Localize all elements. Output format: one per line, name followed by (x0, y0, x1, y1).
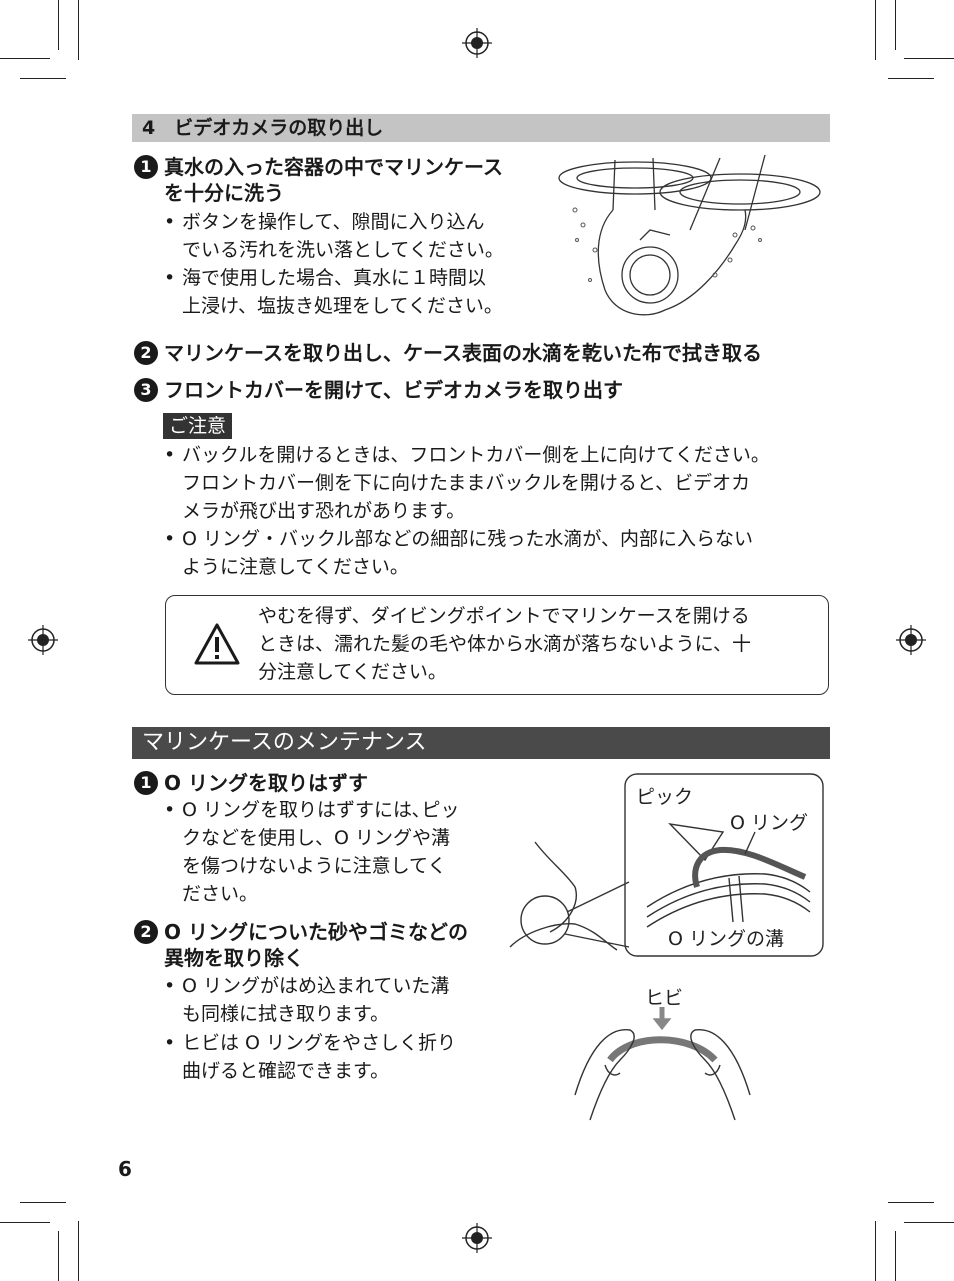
crop-mark (58, 0, 59, 50)
step-2-clean-oring: 2 O リングについた砂やゴミなどの 異物を取り除く (134, 919, 504, 971)
figure-label-crack: ヒビ (645, 987, 684, 1009)
crop-mark (20, 1202, 66, 1203)
bullet-text: ヒビは O リングをやさしく折り 曲げると確認できます。 (182, 1032, 457, 1082)
step-text: O リングについた砂やゴミなどの 異物を取り除く (164, 920, 468, 970)
bullet-text: 海で使用した場合、真水に１時間以 上浸け、塩抜き処理をしてください。 (182, 267, 503, 317)
registration-mark (28, 625, 58, 655)
warning-box (165, 595, 829, 695)
bullet-item: •O リング・バックル部などの細部に残った水滴が、内部に入らない ように注意して… (164, 525, 834, 581)
bullet-text: O リング・バックル部などの細部に残った水滴が、内部に入らない ように注意してく… (182, 528, 754, 578)
crop-mark (875, 1221, 876, 1281)
step-number: 1 (134, 771, 158, 795)
bullet-text: O リングを取りはずすには､ピッ クなどを使用し、O リングや溝 を傷つけないよ… (182, 799, 460, 905)
figure-label-pick: ピック (636, 786, 694, 808)
bullet-item: •O リングがはめ込まれていた溝 も同様に拭き取ります。 (164, 972, 504, 1028)
registration-mark (462, 1223, 492, 1253)
bullet-item: •ボタンを操作して、隙間に入り込ん でいる汚れを洗い落としてください。 (164, 208, 544, 264)
washing-case-illustration (558, 154, 821, 316)
bullet-text: O リングがはめ込まれていた溝 も同様に拭き取ります。 (182, 975, 450, 1025)
warning-triangle-icon (194, 623, 240, 665)
step-3-open: 3 フロントカバーを開けて、ビデオカメラを取り出す (134, 377, 834, 403)
crop-mark (0, 58, 50, 59)
crop-mark (20, 78, 66, 79)
bullet-text: ボタンを操作して、隙間に入り込ん でいる汚れを洗い落としてください。 (182, 211, 504, 261)
crop-mark (888, 78, 934, 79)
crop-mark (0, 1222, 50, 1223)
crop-mark (78, 1221, 79, 1281)
step-number: 2 (134, 920, 158, 944)
step-number: 1 (134, 155, 158, 179)
crop-mark (78, 0, 79, 60)
oring-crack-check-illustration (574, 1007, 751, 1121)
bullet-item: •海で使用した場合、真水に１時間以 上浸け、塩抜き処理をしてください。 (164, 264, 544, 320)
page-number: 6 (118, 1157, 132, 1181)
bullet-item: •バックルを開けるときは、フロントカバー側を上に向けてください。 フロントカバー… (164, 441, 834, 525)
crop-mark (875, 0, 876, 60)
figure-label-oring: O リング (730, 812, 808, 834)
crop-mark (895, 0, 896, 50)
figure-label-groove: O リングの溝 (668, 928, 784, 950)
step-text: O リングを取りはずす (164, 771, 368, 795)
step-1-wash: 1 真水の入った容器の中でマリンケース を十分に洗う (134, 154, 534, 206)
step-1-remove-oring: 1 O リングを取りはずす (134, 770, 504, 796)
section-title-maintenance: マリンケースのメンテナンス (132, 727, 830, 759)
registration-mark (462, 28, 492, 58)
step-text: 真水の入った容器の中でマリンケース を十分に洗う (164, 155, 503, 205)
step-number: 2 (134, 341, 158, 365)
oring-removal-illustration (509, 773, 824, 957)
crop-mark (888, 1202, 934, 1203)
crop-mark (904, 1222, 954, 1223)
crop-mark (904, 58, 954, 59)
step-2-wipe: 2 マリンケースを取り出し、ケース表面の水滴を乾いた布で拭き取る (134, 340, 834, 366)
caution-label: ご注意 (163, 413, 233, 439)
crop-mark (58, 1231, 59, 1281)
bullet-text: バックルを開けるときは、フロントカバー側を上に向けてください。 フロントカバー側… (182, 444, 770, 522)
step-text: フロントカバーを開けて、ビデオカメラを取り出す (164, 378, 623, 402)
registration-mark (896, 625, 926, 655)
section-title-camera-removal: 4 ビデオカメラの取り出し (132, 114, 830, 142)
crop-mark (895, 1231, 896, 1281)
step-text: マリンケースを取り出し、ケース表面の水滴を乾いた布で拭き取る (164, 341, 762, 365)
warning-text: やむを得ず、ダイビングポイントでマリンケースを開ける ときは、濡れた髪の毛や体か… (258, 605, 752, 683)
bullet-item: •ヒビは O リングをやさしく折り 曲げると確認できます。 (164, 1029, 504, 1085)
bullet-item: •O リングを取りはずすには､ピッ クなどを使用し、O リングや溝 を傷つけない… (164, 796, 504, 908)
step-number: 3 (134, 378, 158, 402)
